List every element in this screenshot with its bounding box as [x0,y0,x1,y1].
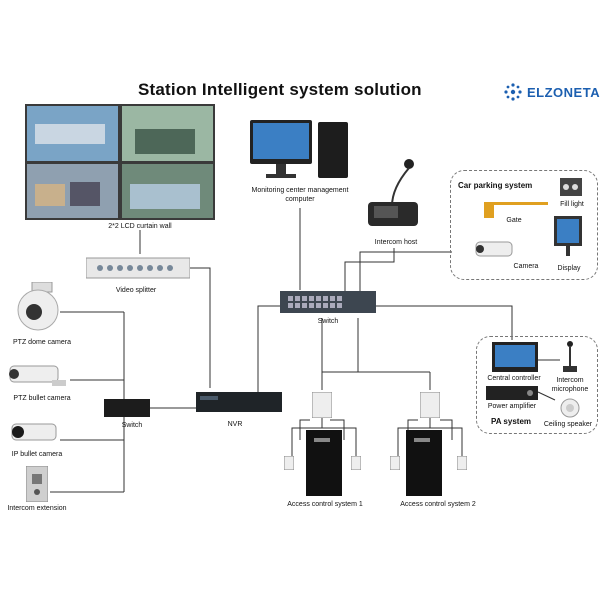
curtain-wall-label: 2*2 LCD curtain wall [108,223,172,230]
switch-icon [280,291,376,318]
access-controller-icon [311,391,333,423]
access-controller-icon [419,391,441,423]
brand-logo: ELZONETA [503,82,600,102]
brand-star-icon [504,83,522,101]
speaker-icon [560,398,580,423]
switch-center-label: Switch [317,318,339,325]
car-parking-label: Car parking system [458,181,533,190]
intercom-host-label: Intercom host [374,239,418,246]
computer-icon [250,120,350,187]
display-label: Display [557,265,581,272]
card-reader-icon [283,455,295,475]
ceiling-speaker-label: Ceiling speaker [543,421,593,428]
display-icon [554,216,582,265]
computer-icon [492,342,538,377]
bullet-camera-icon [8,420,60,453]
microphone-icon [560,340,580,379]
barrier-gate-icon [484,196,548,223]
splitter-icon [85,254,191,285]
page-title: Station Intelligent system solution [138,80,422,99]
card-reader-icon [389,455,401,475]
nvr-icon [196,388,282,419]
ptz-dome-label: PTZ dome camera [13,339,71,346]
monitoring-label: Monitoring center management computer [251,187,349,203]
power-amp-label: Power amplifier [487,403,537,410]
access-1-label: Access control system 1 [287,501,363,508]
door-icon [306,430,342,501]
door-icon [406,430,442,501]
nvr-label: NVR [227,421,243,428]
switch-left-label: Switch [121,422,143,429]
access-2-label: Access control system 2 [400,501,476,508]
car-parking-group [450,170,598,280]
pa-system-label: PA system [490,417,532,426]
pa-system-group [476,336,598,434]
amplifier-icon [486,386,538,405]
switch-icon [104,395,150,424]
gate-label: Gate [506,217,522,224]
card-reader-icon [456,455,468,475]
dome-camera-icon [14,281,60,339]
central-controller-label: Central controller [487,375,541,382]
lcd-wall-icon [25,104,215,225]
intercom-ext-label: Intercom extension [7,505,67,512]
intercom-panel-icon [25,465,49,507]
fill-light-label: Fill light [560,201,584,208]
microphone-icon [362,158,422,237]
bullet-camera-icon [6,362,68,395]
brand-name: ELZONETA [527,84,600,100]
intercom-mic-label: Intercom microphone [551,377,589,393]
card-reader-icon [350,455,362,475]
fill-light-icon [560,178,582,201]
video-splitter-label: Video splitter [115,287,157,294]
camera-label: Camera [513,263,539,270]
ptz-bullet-label: PTZ bullet camera [13,395,71,402]
ip-bullet-label: IP bullet camera [11,451,63,458]
bullet-camera-icon [472,238,516,265]
